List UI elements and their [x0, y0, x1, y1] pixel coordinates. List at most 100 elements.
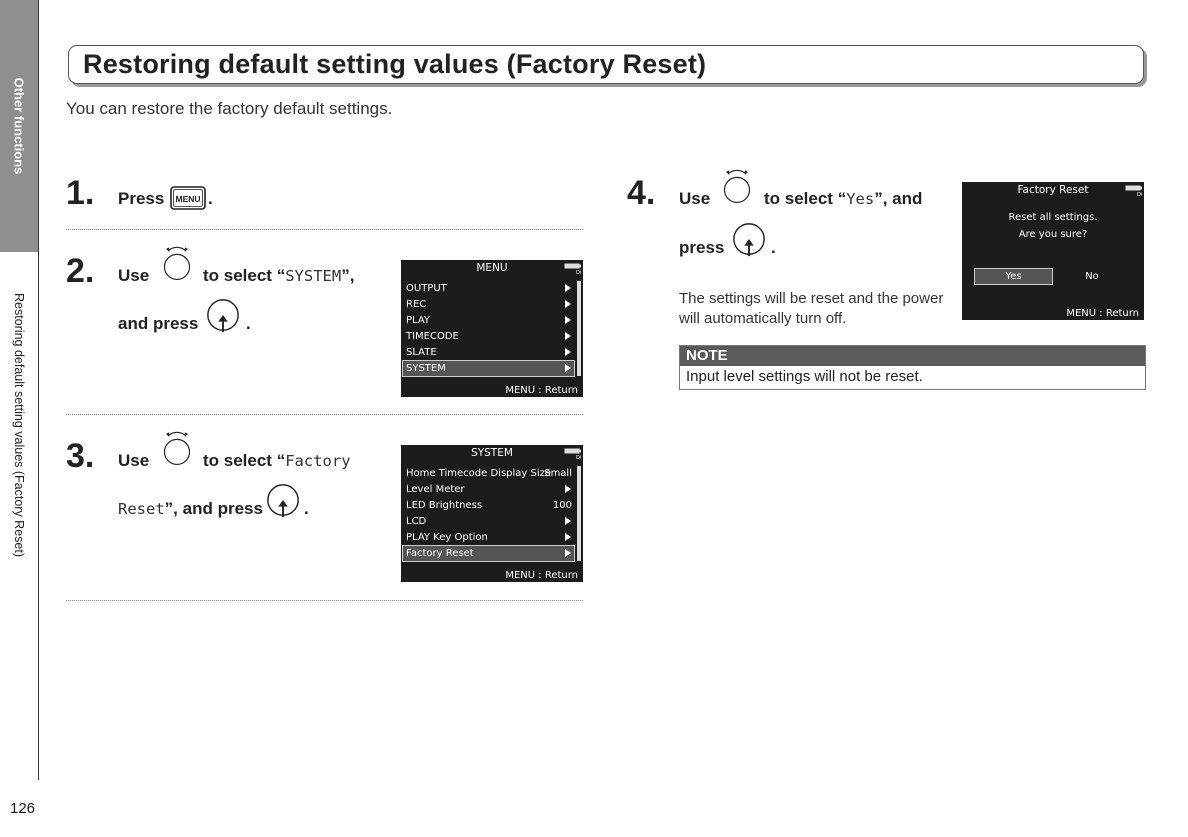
step-3-select-prefix: to select “	[203, 451, 286, 470]
note-box: NOTE Input level settings will not be re…	[679, 345, 1146, 390]
arrow-right-icon	[565, 332, 571, 340]
step-4-select-suffix: ”, and	[874, 189, 923, 208]
arrow-right-icon	[565, 517, 571, 525]
arrow-right-icon	[565, 533, 571, 541]
menu-item-timecode[interactable]: TIMECODE	[403, 329, 574, 344]
note-heading: NOTE	[680, 346, 1145, 366]
step-1-number: 1.	[66, 174, 95, 212]
page-title: Restoring default setting values (Factor…	[83, 49, 707, 79]
divider	[66, 229, 583, 230]
step-3-period: .	[304, 499, 309, 518]
press-dial-icon	[207, 299, 239, 333]
step-3-select-text-line2: Reset”, and press	[118, 499, 263, 519]
menu-item-label: SYSTEM	[406, 363, 446, 374]
system-item-lcd[interactable]: LCD	[403, 514, 574, 529]
arrow-right-icon	[565, 316, 571, 324]
system-item-play-key-option[interactable]: PLAY Key Option	[403, 530, 574, 545]
arrow-right-icon	[565, 485, 571, 493]
page-number: 126	[10, 800, 36, 817]
scrollbar[interactable]	[577, 281, 581, 376]
menu-item-label: SLATE	[406, 347, 437, 358]
menu-key-label: MENU	[175, 194, 200, 204]
step-2-and-press-text: and press	[118, 314, 199, 333]
rotate-dial-icon	[723, 169, 751, 204]
divider	[66, 414, 583, 415]
page-topic-label: Restoring default setting values (Factor…	[12, 292, 26, 558]
menu-item-label: REC	[406, 299, 427, 310]
screen-title: Factory Reset	[1017, 184, 1089, 196]
step-2-select-text: to select “SYSTEM”,	[203, 266, 354, 286]
step-3-select-value-b: Reset	[118, 500, 165, 518]
menu-item-play[interactable]: PLAY	[403, 313, 574, 328]
step-1-press-text: Press	[118, 189, 165, 208]
screen-title: SYSTEM	[471, 447, 513, 459]
system-screen: SYSTEM DC Home Timecode Display SizeSmal…	[401, 445, 583, 582]
step-3-use-text: Use	[118, 451, 150, 470]
step-2-use-text: Use	[118, 266, 150, 285]
system-item-value: 100	[552, 500, 572, 511]
menu-item-output[interactable]: OUTPUT	[403, 281, 574, 296]
step-2-select-prefix: to select “	[203, 266, 286, 285]
arrow-right-icon	[565, 364, 571, 372]
battery-icon: DC	[564, 448, 581, 460]
section-tab-label: Other functions	[11, 77, 27, 175]
battery-icon: DC	[564, 263, 581, 275]
menu-item-label: PLAY	[406, 315, 431, 326]
arrow-right-icon	[565, 549, 571, 557]
system-item-label: Home Timecode Display Size	[406, 468, 552, 479]
system-item-level-meter[interactable]: Level Meter	[403, 482, 574, 497]
note-body: Input level settings will not be reset.	[686, 368, 923, 385]
step-4-select-prefix: to select “	[764, 189, 847, 208]
step-4-period: .	[771, 238, 776, 257]
reset-confirm-line1: Reset all settings.	[1008, 212, 1098, 223]
screen-footer: MENU : Return	[505, 385, 578, 396]
system-item-value: Small	[544, 468, 572, 479]
menu-key-icon: MENU	[170, 186, 206, 210]
divider	[66, 600, 583, 601]
menu-item-slate[interactable]: SLATE	[403, 345, 574, 360]
step-2-period: .	[246, 314, 251, 333]
sidebar: Other functions Restoring default settin…	[0, 0, 39, 780]
arrow-right-icon	[565, 348, 571, 356]
menu-item-rec[interactable]: REC	[403, 297, 574, 312]
section-tab[interactable]: Other functions	[0, 0, 38, 252]
system-item-label: PLAY Key Option	[406, 532, 488, 543]
system-item-label: Level Meter	[406, 484, 465, 495]
screen-footer: MENU : Return	[1066, 308, 1139, 319]
screen-footer: MENU : Return	[505, 570, 578, 581]
battery-dc-label: DC	[576, 455, 581, 460]
reset-confirm-line2: Are you sure?	[1018, 229, 1088, 240]
step-3-number: 3.	[66, 437, 95, 475]
menu-item-system[interactable]: SYSTEM	[402, 360, 575, 377]
system-item-label: Factory Reset	[406, 548, 474, 559]
no-option[interactable]: No	[1085, 271, 1099, 282]
press-dial-icon	[733, 223, 765, 257]
yes-option[interactable]: Yes	[974, 268, 1053, 285]
step-2-select-suffix: ”,	[341, 266, 355, 285]
arrow-right-icon	[565, 300, 571, 308]
step-1-period: .	[208, 189, 213, 208]
step-4-select-value: Yes	[846, 190, 875, 208]
menu-screen: MENU DC OUTPUT REC PLAY TIMECODE SLATE S…	[401, 260, 583, 397]
screen-title: MENU	[476, 262, 508, 274]
step-4-select-text: to select “Yes”, and	[764, 189, 922, 209]
menu-item-label: OUTPUT	[406, 283, 447, 294]
press-dial-icon	[267, 484, 299, 518]
intro-text: You can restore the factory default sett…	[66, 99, 393, 118]
system-item-label: LCD	[406, 516, 427, 527]
battery-icon: DC	[1125, 185, 1142, 197]
step-4-use-text: Use	[679, 189, 711, 208]
step-4-number: 4.	[627, 174, 656, 212]
step-4-press-text: press	[679, 238, 725, 257]
system-item-factory-reset[interactable]: Factory Reset	[402, 545, 575, 562]
step-3-select-suffix: ”, and press	[164, 499, 263, 518]
factory-reset-screen: Factory Reset DC Reset all settings. Are…	[962, 182, 1144, 320]
battery-dc-label: DC	[1137, 192, 1142, 197]
battery-dc-label: DC	[576, 270, 581, 275]
rotate-dial-icon	[163, 246, 191, 281]
result-description: The settings will be reset and the power…	[679, 290, 944, 327]
step-3-select-value-a: Factory	[285, 452, 351, 470]
scrollbar[interactable]	[577, 466, 581, 561]
